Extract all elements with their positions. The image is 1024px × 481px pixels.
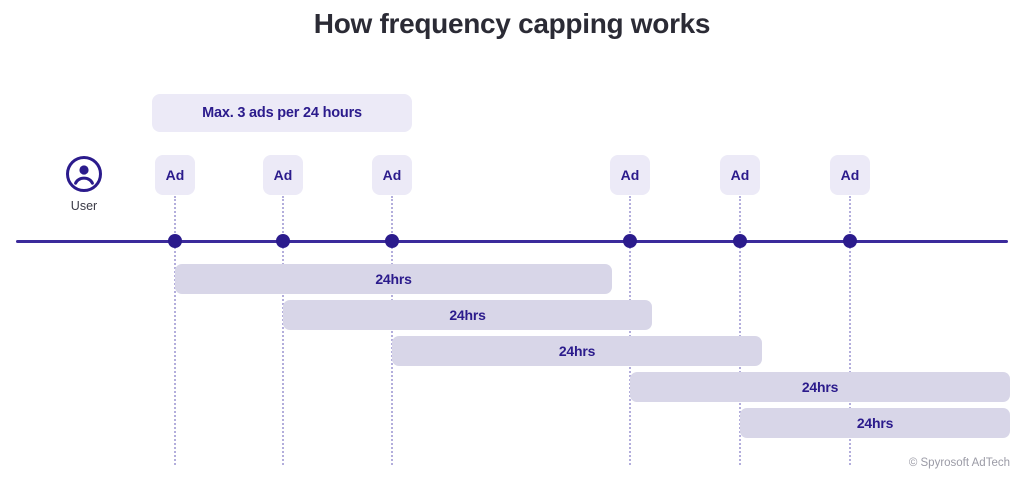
event-guide-line: [174, 196, 176, 465]
event-guide-line: [739, 196, 741, 465]
page-title: How frequency capping works: [313, 8, 711, 39]
ad-chip[interactable]: Ad: [830, 155, 870, 195]
ad-chip[interactable]: Ad: [372, 155, 412, 195]
ad-chip[interactable]: Ad: [720, 155, 760, 195]
event-dot: [733, 234, 747, 248]
window-bar-label: 24hrs: [856, 415, 894, 431]
ad-chip[interactable]: Ad: [155, 155, 195, 195]
user-avatar-icon: [65, 155, 103, 193]
event-guide-line: [629, 196, 631, 465]
window-bar-1: 24hrs: [175, 264, 612, 294]
event-dot: [168, 234, 182, 248]
window-bar-label: 24hrs: [801, 379, 839, 395]
window-bar-label: 24hrs: [449, 307, 486, 323]
event-dot: [385, 234, 399, 248]
user-label: User: [70, 199, 98, 213]
window-bar-4: 24hrs: [630, 372, 1010, 402]
event-guide-line: [282, 196, 284, 465]
ad-chip[interactable]: Ad: [610, 155, 650, 195]
window-bar-label: 24hrs: [375, 271, 412, 287]
event-dot: [276, 234, 290, 248]
event-dot: [623, 234, 637, 248]
event-guide-line: [391, 196, 393, 465]
timeline-axis: [16, 240, 1008, 243]
event-guide-line: [849, 196, 851, 465]
frequency-cap-legend-label: Max. 3 ads per 24 hours: [202, 105, 362, 121]
event-dot: [843, 234, 857, 248]
window-bar-5: 24hrs: [740, 408, 1010, 438]
footer-credit: © Spyrosoft AdTech: [908, 457, 1010, 469]
window-bar-3: 24hrs: [392, 336, 762, 366]
window-bar-label: 24hrs: [558, 343, 596, 359]
ad-chip[interactable]: Ad: [263, 155, 303, 195]
user-block: User: [52, 155, 116, 213]
frequency-cap-legend: Max. 3 ads per 24 hours: [152, 94, 412, 132]
window-bar-2: 24hrs: [283, 300, 652, 330]
